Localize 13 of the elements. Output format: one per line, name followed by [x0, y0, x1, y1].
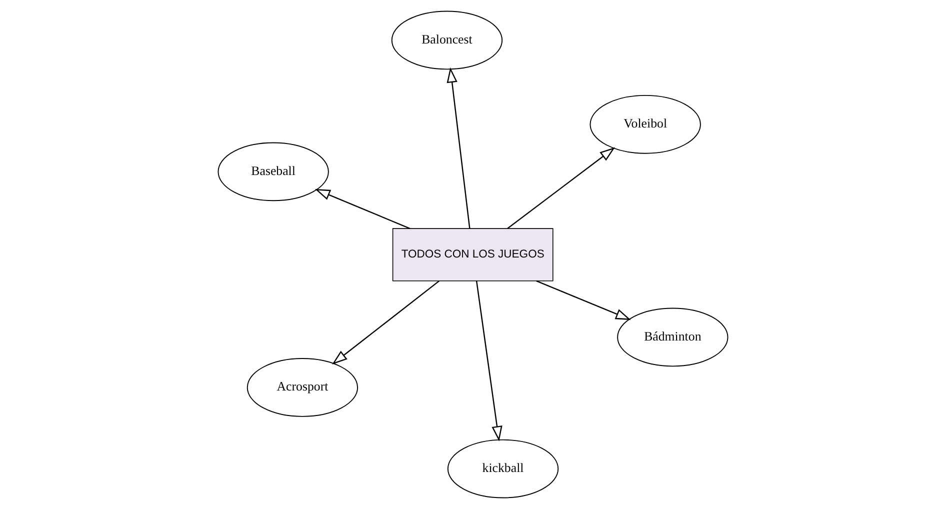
- node-ellipse: Baseball: [218, 142, 329, 202]
- node-ellipse: Voleibol: [590, 94, 701, 154]
- arrow: [332, 280, 440, 364]
- arrow: [476, 280, 502, 442]
- node-ellipse: kickball: [447, 439, 559, 498]
- node-ellipse: Acrosport: [246, 358, 358, 417]
- arrow: [536, 280, 631, 320]
- node-box: TODOS CON LOS JUEGOS: [392, 228, 554, 282]
- arrow: [314, 189, 410, 230]
- arrow: [507, 147, 616, 229]
- node-ellipse: Bádminton: [617, 308, 728, 367]
- arrow: [446, 67, 470, 228]
- node-ellipse: Baloncest: [391, 10, 503, 70]
